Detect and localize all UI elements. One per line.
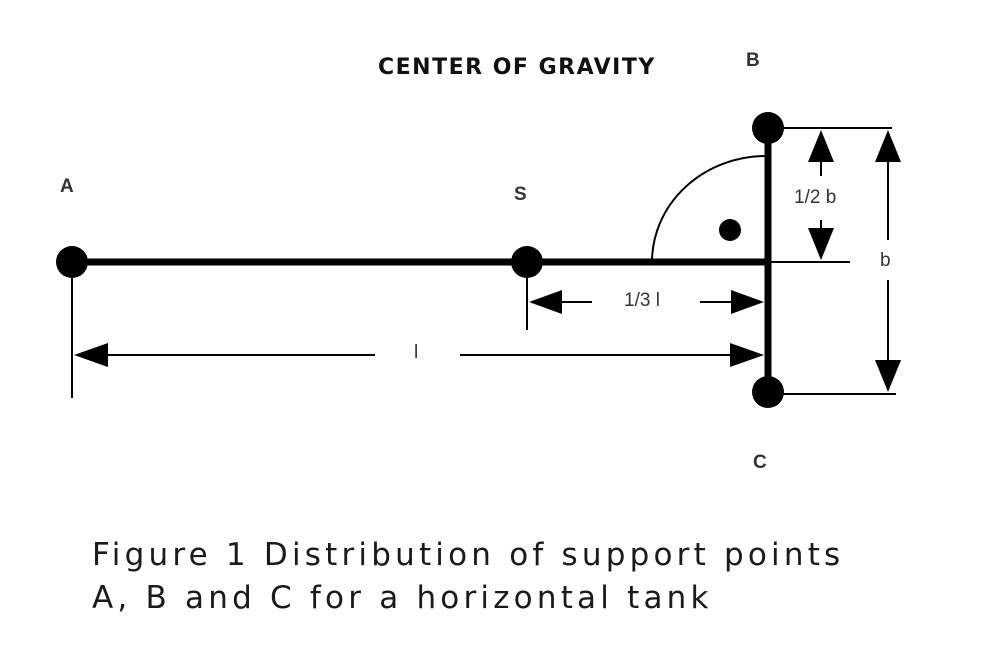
point-b-label: B (746, 50, 760, 71)
dimension-b (875, 130, 901, 392)
point-a-label: A (60, 176, 74, 197)
dimension-l (74, 343, 764, 367)
right-angle-arc (651, 155, 767, 263)
dimension-third-l-label: 1/3 l (624, 290, 660, 311)
caption-line-2: A, B and C for a horizontal tank (92, 580, 713, 616)
center-of-gravity-dot (719, 219, 741, 241)
figure-caption: Figure 1 Distribution of support points … (92, 534, 972, 620)
dimension-half-b-label: 1/2 b (794, 187, 837, 208)
diagram-title: CENTER OF GRAVITY (378, 55, 656, 80)
dimension-l-label: l (414, 342, 419, 363)
point-s-label: S (514, 184, 527, 205)
caption-line-1: Figure 1 Distribution of support points (92, 537, 845, 573)
point-c-marker (752, 376, 784, 408)
dimension-half-b (808, 130, 834, 260)
point-c-label: C (753, 452, 767, 473)
dimension-b-label: b (880, 250, 891, 271)
dimension-third-l (529, 290, 764, 314)
